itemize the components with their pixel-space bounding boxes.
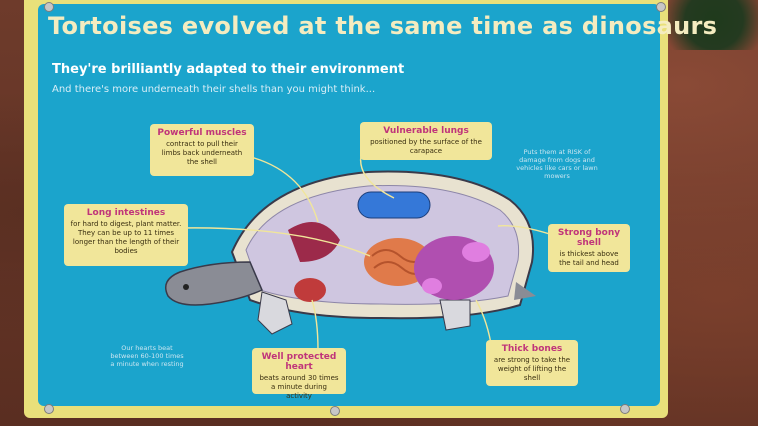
heart [294, 278, 326, 302]
callout-muscles: Powerful muscles contract to pull their … [150, 124, 254, 176]
sign-subtitle: They're brilliantly adapted to their env… [52, 62, 405, 77]
tortoise-head [165, 261, 263, 306]
callout-lungs: Vulnerable lungs positioned by the surfa… [360, 122, 492, 160]
callout-body: is thickest above the tail and head [559, 250, 619, 267]
tail [514, 282, 536, 300]
sign-tagline: And there's more underneath their shells… [52, 84, 376, 95]
callout-heading: Well protected heart [261, 352, 337, 372]
muscles [288, 222, 340, 262]
sign-title: Tortoises evolved at the same time as di… [48, 12, 718, 40]
screw-icon [620, 404, 630, 414]
callout-heading: Long intestines [86, 208, 166, 218]
callout-bones: Thick bones are strong to take the weigh… [486, 340, 578, 386]
callout-body: for hard to digest, plant matter. They c… [70, 220, 182, 255]
callout-shell: Strong bony shell is thickest above the … [548, 224, 630, 272]
callout-heading: Thick bones [501, 344, 563, 354]
callout-body: contract to pull their limbs back undern… [161, 140, 243, 166]
eye-icon [183, 284, 189, 290]
callout-body: beats around 30 times a minute during ac… [259, 374, 339, 400]
screw-icon [44, 404, 54, 414]
front-leg [257, 291, 293, 335]
callout-heading: Powerful muscles [157, 128, 247, 138]
screw-icon [44, 2, 54, 12]
lung [357, 191, 431, 219]
callout-heart: Well protected heart beats around 30 tim… [252, 348, 346, 400]
callout-body: are strong to take the weight of lifting… [493, 356, 571, 382]
note-heartbeat: Our hearts beat between 60-100 times a m… [110, 344, 184, 368]
rear-leg [439, 299, 471, 331]
note-risk: Puts them at RISK of damage from dogs an… [516, 148, 598, 180]
callout-body: positioned by the surface of the carapac… [370, 138, 482, 155]
callout-heading: Strong bony shell [557, 228, 621, 248]
callout-intestines: Long intestines for hard to digest, plan… [64, 204, 188, 266]
screw-icon [330, 406, 340, 416]
callout-heading: Vulnerable lungs [383, 126, 469, 136]
screw-icon [656, 2, 666, 12]
